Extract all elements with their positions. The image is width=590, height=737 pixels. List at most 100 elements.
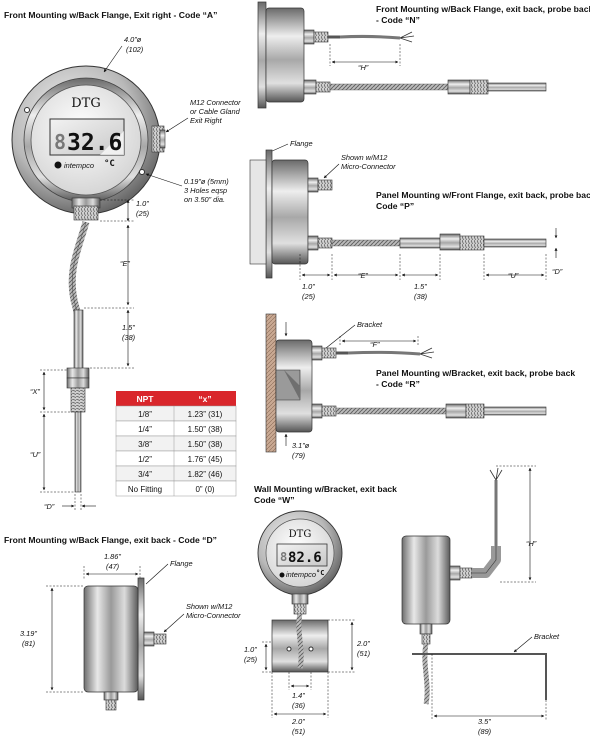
npt-x-cell: 1.82” (46)	[188, 470, 223, 479]
npt-header-npt: NPT	[137, 394, 155, 404]
holes-note-3: on 3.50” dia.	[184, 195, 225, 204]
dim-w-10-mm: (25)	[244, 655, 258, 664]
dim-p-1in: 1.0”	[302, 282, 315, 291]
dim-a-1in: 1.0”	[136, 199, 149, 208]
probe	[483, 406, 547, 416]
probe-sheath	[73, 309, 84, 371]
braided-cable	[331, 239, 401, 247]
code-w-drawing: Wall Mounting w/Bracket, exit back Code …	[244, 465, 560, 736]
dim-r-31-mm: (79)	[292, 451, 306, 460]
code-d-connector-2: Micro-Connector	[186, 611, 241, 620]
m12-connector	[321, 347, 337, 359]
npt-size-cell: 1/4”	[138, 425, 152, 434]
npt-table-rows: 1/8”1.23” (31)1/4”1.50” (38)3/8”1.50” (3…	[115, 405, 237, 497]
code-p-connector-2: Micro-Connector	[341, 162, 396, 171]
lcd-unit: °C	[104, 159, 115, 169]
lcd-value: 32.6	[67, 130, 122, 156]
dim-w-20-side: 2.0”	[356, 639, 370, 648]
lcd-value: 82.6	[288, 550, 322, 566]
npt-x-cell: 1.50” (38)	[188, 425, 223, 434]
holes-note-1: 0.19”ø (5mm)	[184, 177, 229, 186]
dim-p-u: “U”	[508, 271, 519, 280]
probe	[487, 82, 547, 92]
npt-size-cell: 3/8”	[138, 440, 152, 449]
intempco-logo-icon	[54, 161, 62, 169]
npt-table-row	[115, 480, 237, 497]
front-flange	[265, 149, 273, 279]
code-p-title-2: Code “P”	[376, 201, 414, 211]
dim-a-15-mm: (38)	[122, 333, 136, 342]
dim-d-319: 3.19”	[20, 629, 37, 638]
npt-table-header	[116, 391, 236, 406]
intempco-logo-icon	[279, 572, 285, 578]
gauge-body-side	[401, 535, 451, 625]
gauge-logo-text: intempco	[64, 161, 94, 170]
code-a-title: Front Mounting w/Back Flange, Exit right…	[4, 10, 217, 20]
dim-w-14-mm: (36)	[292, 701, 306, 710]
dim-w-20-bottom-mm: (51)	[292, 727, 306, 736]
dim-w-35-mm: (89)	[478, 727, 492, 736]
dim-r-31: 3.1”ø	[292, 441, 310, 450]
code-w-title-2: Code “W”	[254, 495, 295, 505]
code-d-drawing: Front Mounting w/Back Flange, exit back …	[4, 535, 241, 711]
cable	[347, 350, 421, 356]
probe-tip	[74, 411, 82, 493]
dim-n-h: “H”	[358, 63, 369, 72]
cable	[339, 34, 401, 40]
holes-note-2: 3 Holes eqsp	[184, 186, 227, 195]
svg-text:8: 8	[54, 130, 66, 154]
dim-a-u: “U”	[30, 450, 41, 459]
code-d-connector-1: Shown w/M12	[186, 602, 232, 611]
bottom-fitting	[73, 205, 99, 221]
dim-r-f: “F”	[370, 340, 380, 349]
dim-p-d: “D”	[552, 267, 563, 276]
lcd-unit: °C	[316, 569, 324, 577]
panel	[249, 159, 267, 265]
m12-connector	[317, 179, 333, 191]
dim-d-319-mm: (81)	[22, 639, 36, 648]
dim-diameter: 4.0”ø	[124, 35, 142, 44]
dim-p-1in-mm: (25)	[302, 292, 316, 301]
code-a-drawing: Front Mounting w/Back Flange, Exit right…	[4, 10, 241, 511]
dim-a-d: “D”	[44, 502, 55, 511]
connector-note-1: M12 Connector	[190, 98, 241, 107]
dim-w-35: 3.5”	[478, 717, 491, 726]
lcd-display	[276, 543, 328, 567]
dim-w-h: “H”	[526, 539, 537, 548]
npt-header-x: “x”	[198, 394, 211, 404]
sheath	[399, 237, 441, 249]
code-w-bracket-label: Bracket	[534, 632, 560, 641]
npt-x-cell: 1.76” (45)	[188, 455, 223, 464]
m12-connector	[153, 633, 167, 645]
m12-connector	[313, 31, 329, 43]
code-r-drawing: Bracket “F” Panel Mounting w/Bracket, ex…	[265, 313, 575, 460]
mounting-hole	[139, 169, 145, 175]
wall-panel	[265, 313, 277, 453]
braided-cable	[329, 83, 449, 91]
code-n-title-2: - Code “N”	[376, 15, 420, 25]
npt-table: NPT “x” 1/8”1.23” (31)1/4”1.50” (38)3/8”…	[115, 391, 237, 497]
code-r-title-2: - Code “R”	[376, 379, 420, 389]
gauge-logo-text: intempco	[286, 570, 316, 579]
dim-w-10: 1.0”	[244, 645, 257, 654]
connector-note-2: or Cable Gland	[190, 107, 241, 116]
dim-d-186-mm: (47)	[106, 562, 120, 571]
mounting-hole	[24, 107, 30, 113]
code-p-connector-1: Shown w/M12	[341, 153, 387, 162]
dim-p-e: “E”	[358, 271, 368, 280]
connector-note-3: Exit Right	[190, 116, 223, 125]
gauge-body	[265, 7, 305, 103]
svg-text:8: 8	[280, 550, 287, 564]
bracket	[412, 653, 547, 700]
dim-w-20-bottom: 2.0”	[291, 717, 305, 726]
dim-d-186: 1.86”	[104, 552, 121, 561]
code-d-title: Front Mounting w/Back Flange, exit back …	[4, 535, 217, 545]
npt-x-cell: 0” (0)	[195, 485, 214, 494]
dim-a-1in-mm: (25)	[136, 209, 150, 218]
code-r-bracket-label: Bracket	[357, 320, 383, 329]
gauge-brand: DTG	[289, 529, 312, 540]
npt-size-cell: 3/4”	[138, 470, 152, 479]
dim-w-14: 1.4”	[292, 691, 305, 700]
npt-size-cell: No Fitting	[128, 485, 162, 494]
